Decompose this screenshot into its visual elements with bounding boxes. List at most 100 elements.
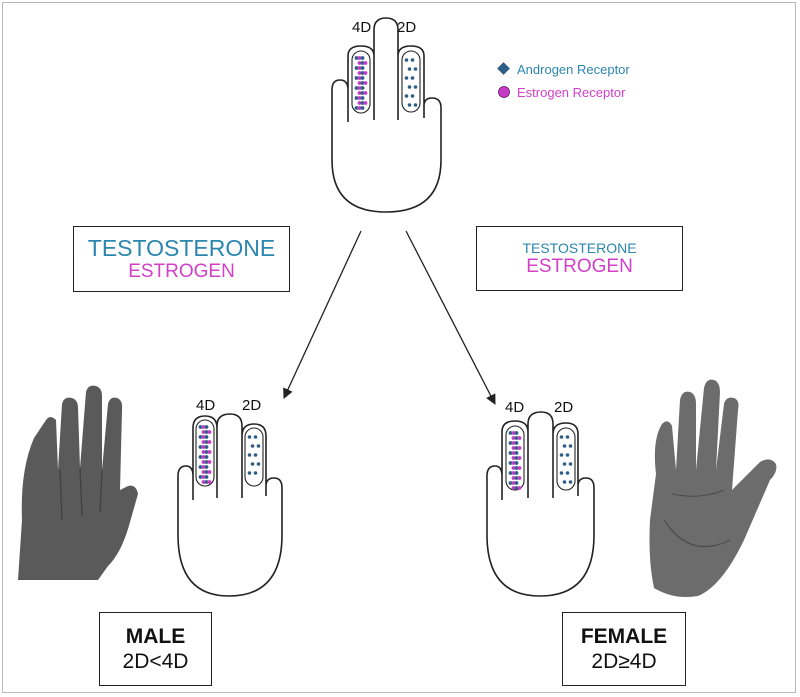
receptor-dot: [514, 456, 519, 460]
female-hand-diagram: 4D 2D: [486, 399, 595, 597]
receptor-dot: [517, 446, 522, 450]
male-hand-photo: [18, 385, 138, 580]
receptor-dot: [363, 91, 368, 95]
male-hormone-box: TESTOSTERONE ESTROGEN: [73, 226, 290, 292]
receptor-dot: [363, 61, 368, 65]
female-result-box: FEMALE 2D≥4D: [562, 612, 686, 686]
receptor-dot: [514, 436, 519, 440]
female-label-2d: 2D: [554, 399, 573, 416]
male-4d-receptor-dots: [198, 425, 212, 484]
receptor-dot: [357, 101, 362, 105]
receptor-dot: [247, 471, 252, 475]
receptor-dot: [354, 86, 359, 90]
receptor-dot: [404, 58, 409, 62]
receptor-dot: [250, 462, 255, 466]
receptor-dot: [511, 446, 516, 450]
receptor-dot: [207, 470, 212, 474]
male-2d-receptor-dots: [247, 435, 261, 475]
receptor-dot: [511, 476, 516, 480]
receptor-dot: [354, 96, 359, 100]
receptor-dot: [198, 465, 203, 469]
receptor-dot: [410, 76, 415, 80]
receptor-dot: [204, 425, 209, 429]
female-label-4d: 4D: [505, 399, 524, 416]
receptor-dot: [354, 106, 359, 110]
receptor-dot: [508, 451, 513, 455]
receptor-dot: [508, 481, 513, 485]
receptor-dot: [562, 480, 567, 484]
receptor-dot: [198, 435, 203, 439]
receptor-dot: [413, 67, 418, 71]
receptor-dot: [198, 455, 203, 459]
receptor-dot: [514, 471, 519, 475]
receptor-dot: [363, 71, 368, 75]
receptor-dot: [511, 481, 516, 485]
top-hand-diagram: 4D 2D: [331, 17, 442, 213]
male-hand-outline: [177, 413, 283, 597]
male-label-2d: 2D: [242, 397, 261, 414]
receptor-dot: [207, 480, 212, 484]
receptor-dot: [511, 441, 516, 445]
receptor-dot: [514, 451, 519, 455]
receptor-dot: [207, 460, 212, 464]
receptor-dot: [514, 486, 519, 490]
receptor-dot: [559, 453, 564, 457]
receptor-dot: [514, 476, 519, 480]
receptor-dot: [357, 56, 362, 60]
receptor-dot: [201, 465, 206, 469]
receptor-dot: [201, 470, 206, 474]
receptor-dot: [511, 431, 516, 435]
receptor-dot: [404, 94, 409, 98]
receptor-dot: [198, 425, 203, 429]
receptor-dot: [354, 66, 359, 70]
receptor-dot: [354, 76, 359, 80]
receptor-dot: [201, 455, 206, 459]
receptor-dot: [253, 435, 258, 439]
female-testosterone-label: TESTOSTERONE: [522, 239, 637, 256]
legend-androgen-receptor: Androgen Receptor: [517, 62, 630, 77]
receptor-dot: [357, 76, 362, 80]
receptor-dot: [514, 446, 519, 450]
receptor-dot: [508, 471, 513, 475]
receptor-dot: [410, 94, 415, 98]
male-testosterone-label: TESTOSTERONE: [87, 234, 276, 261]
receptor-dot: [204, 460, 209, 464]
receptor-dot: [568, 480, 573, 484]
receptor-dot: [508, 461, 513, 465]
receptor-dot: [204, 440, 209, 444]
female-hormone-box: TESTOSTERONE ESTROGEN: [476, 226, 683, 291]
male-hand-diagram: 4D 2D: [177, 397, 283, 597]
receptor-dot: [508, 431, 513, 435]
receptor-dot: [204, 475, 209, 479]
receptor-dot: [204, 470, 209, 474]
receptor-dot: [201, 440, 206, 444]
receptor-dot: [565, 471, 570, 475]
receptor-dot: [201, 425, 206, 429]
receptor-dot: [360, 56, 365, 60]
estrogen-receptor-marker: [498, 86, 510, 98]
receptor-dot: [517, 456, 522, 460]
receptor-dot: [511, 456, 516, 460]
receptor-dot: [357, 91, 362, 95]
receptor-dot: [204, 455, 209, 459]
receptor-dot: [201, 480, 206, 484]
receptor-dot: [514, 481, 519, 485]
receptor-dot: [360, 101, 365, 105]
receptor-dot: [360, 76, 365, 80]
receptor-dot: [511, 436, 516, 440]
receptor-dot: [413, 85, 418, 89]
receptor-dot: [198, 445, 203, 449]
receptor-dot: [201, 450, 206, 454]
receptor-dot: [204, 480, 209, 484]
receptor-dot: [407, 67, 412, 71]
receptor-dot: [517, 476, 522, 480]
receptor-dot: [207, 440, 212, 444]
male-title: MALE: [125, 624, 186, 648]
top-4d-receptor-dots: [354, 56, 368, 110]
receptor-dot: [198, 475, 203, 479]
receptor-dot: [357, 96, 362, 100]
receptor-dot: [204, 450, 209, 454]
receptor-dot: [511, 451, 516, 455]
